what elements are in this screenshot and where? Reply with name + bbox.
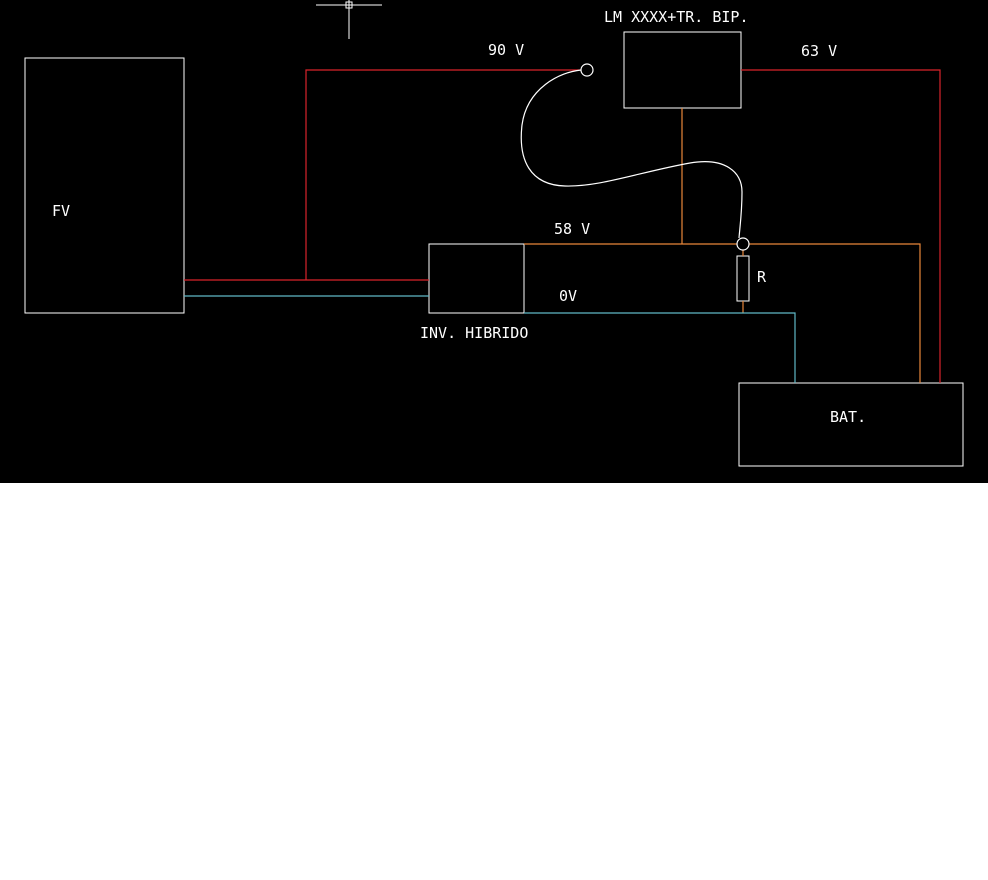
regulator-label: LM XXXX+TR. BIP. xyxy=(604,8,749,26)
bus-voltage-label: 58 V xyxy=(554,220,590,238)
inverter-label: INV. HIBRIDO xyxy=(420,324,528,342)
regulator-box xyxy=(623,31,742,109)
sense-wire xyxy=(520,69,743,239)
ground-wire-battery xyxy=(524,312,796,383)
sense-terminal-node xyxy=(736,237,750,251)
bus-wire-battery xyxy=(749,243,921,383)
resistor-symbol xyxy=(736,255,750,302)
regulator-output-wire xyxy=(741,69,941,383)
battery-box xyxy=(738,382,964,467)
fv-panel-box xyxy=(24,57,185,314)
output-voltage-label: 63 V xyxy=(801,42,837,60)
ground-voltage-label: 0V xyxy=(559,287,577,305)
input-voltage-label: 90 V xyxy=(488,41,524,59)
battery-label: BAT. xyxy=(830,408,866,426)
resistor-label: R xyxy=(757,268,767,286)
input-terminal-node xyxy=(580,63,594,77)
circuit-diagram: FV LM XXXX+TR. BIP. INV. HIBRIDO BAT. R … xyxy=(24,0,964,467)
crosshair-cursor-icon xyxy=(316,0,382,39)
regulator-input-wire xyxy=(305,69,581,280)
inverter-box xyxy=(428,243,525,314)
fv-label: FV xyxy=(52,202,70,220)
cad-drawing-canvas: FV LM XXXX+TR. BIP. INV. HIBRIDO BAT. R … xyxy=(0,0,988,483)
